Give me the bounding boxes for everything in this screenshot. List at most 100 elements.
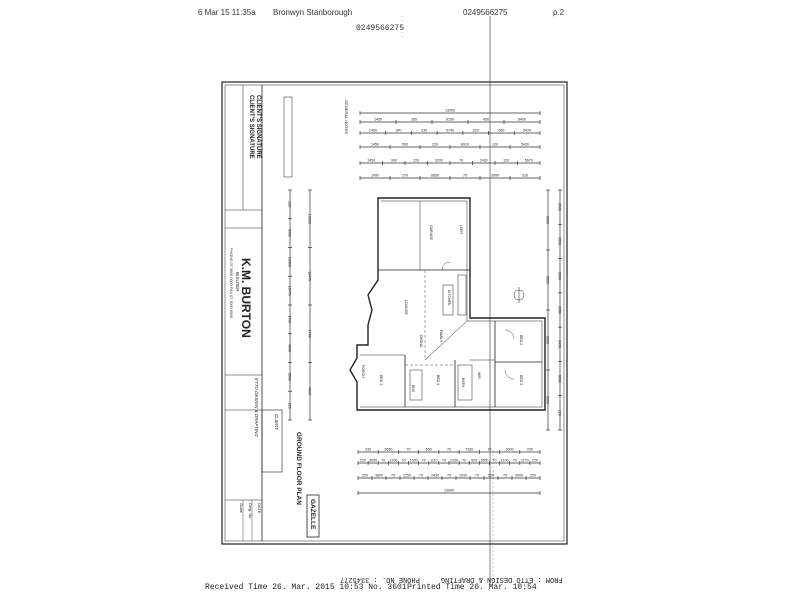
dimension-label: 3200 [435, 159, 443, 163]
dimension-label: 70 [503, 474, 507, 478]
dimension-label: 3650 [384, 448, 392, 452]
room-label: ENS [411, 385, 415, 393]
fax-header-number-secondary: 0249566275 [356, 24, 405, 33]
dimension-label: 7230 [465, 448, 473, 452]
dimension-label: 5400 [518, 118, 526, 122]
dimension-label: 650 [498, 129, 504, 133]
dimension-label: 1490 [371, 174, 379, 178]
dimension-label: 2600 [546, 216, 550, 224]
room-label: GARAGE [429, 225, 433, 241]
dimension-label: 6910 [461, 143, 469, 147]
dimension-label: 3500 [558, 237, 562, 245]
dimension-label: 6650 [431, 174, 439, 178]
client-signature-1: CLIENT'S SIGNATURE [248, 95, 254, 159]
dimension-label: 70 [447, 474, 451, 478]
dimension-label: 220 [558, 410, 562, 416]
fax-footer-printed: Printed Time 26. Mar. 10:54 [407, 583, 537, 592]
dimension-label: 230 [421, 129, 427, 133]
room-label: BED 3 [519, 375, 523, 385]
dimension-label: 13000 [445, 109, 455, 113]
dimension-label: 13000 [444, 489, 454, 493]
dimension-label: 220 [532, 459, 538, 463]
dimension-label: 300 [391, 159, 397, 163]
dimension-label: 70 [442, 459, 446, 463]
dimension-label: 1500 [410, 459, 418, 463]
dimension-label: 2600 [558, 203, 562, 211]
dimension-label: 2430 [480, 159, 488, 163]
dimension-label: 3000 [515, 474, 523, 478]
dimension-label: 340 [396, 129, 402, 133]
room-label: WIR [477, 372, 481, 379]
dimension-label: 13470 [308, 271, 312, 281]
dimension-label: 5670 [525, 159, 533, 163]
dimension-label: 1450 [367, 159, 375, 163]
dimension-label: 1200 [389, 459, 397, 463]
dimension-label: 3900 [546, 336, 550, 344]
room-label: BATH [461, 378, 465, 388]
notes-box [283, 96, 293, 178]
dimension-label: 1110 [430, 459, 437, 463]
room-label: DINING [419, 335, 423, 348]
dimension-label: 2450 [558, 340, 562, 348]
dimension-label: 220 [530, 474, 536, 478]
dimension-label: 5420 [523, 129, 531, 133]
room-label: BED 4 [436, 375, 440, 385]
dimension-label: 5740 [446, 129, 454, 133]
dimension-label: 3030 [558, 375, 562, 383]
dimension-label: 1170 [521, 459, 529, 463]
dimension-label: 520 [471, 459, 477, 463]
room-label: LOUNGE [404, 300, 408, 315]
dimension-label: 3600 [375, 474, 383, 478]
dimension-label: 220 [288, 403, 292, 409]
dwg-label: Dwg. No. [248, 503, 253, 519]
dimension-label: 70 [487, 448, 491, 452]
dimension-label: 3500 [288, 373, 292, 381]
fax-footer-from-mirrored: FROM : ETTO DESIGN & DRAFTING PHONE NO. … [340, 575, 563, 583]
dimension-label: 1250 [403, 474, 411, 478]
dimension-label: 120 [492, 143, 498, 147]
room-labels: GARAGE LOUNGE KITCHEN FAMILY DINING BED … [361, 225, 523, 393]
dimension-label: 1700 [308, 330, 312, 338]
dimension-label: 1500 [480, 459, 488, 463]
date-label: DATE [257, 503, 262, 514]
dimension-label: 1930 [459, 474, 467, 478]
dimension-label: 220 [362, 474, 368, 478]
client-signature-2: CLIENT'S SIGNATURE [255, 95, 261, 159]
title-block: CLIENT'S SIGNATURE CLIENT'S SIGNATURE K.… [225, 85, 349, 541]
dimension-label: 70 [391, 474, 395, 478]
dimension-label: 520 [488, 474, 494, 478]
dimension-label: 70 [419, 474, 423, 478]
room-label: FAMILY [439, 330, 443, 343]
dimension-label: 70 [462, 459, 466, 463]
room-label: PORCH [361, 365, 365, 378]
room-label: KITCHEN [447, 290, 451, 306]
dimension-label: 70 [381, 459, 385, 463]
dimension-label: 220 [288, 201, 292, 207]
dimension-label: 70 [459, 159, 463, 163]
dimension-label: 2430 [431, 474, 439, 478]
dimension-label: 70 [463, 174, 467, 178]
dimension-label: 70 [422, 459, 426, 463]
plan-walls [349, 197, 546, 411]
dimension-label: 70 [402, 459, 406, 463]
dimension-label: 70 [407, 448, 411, 452]
fax-header-datetime: 6 Mar 15 11:35a [198, 8, 256, 17]
dimension-label: 1700 [288, 315, 292, 323]
dimension-label: 1330 [450, 459, 458, 463]
dimension-label: 9150 [446, 118, 454, 122]
fax-footer-received: Received Time 26. Mar. 2015 10:53 No. 36… [205, 583, 407, 592]
dimension-label: 350 [411, 118, 417, 122]
room-label: LDRY [459, 225, 463, 235]
design-name-box [306, 494, 320, 538]
design-name: GAZELLE [309, 499, 316, 530]
dimension-label: 220 [413, 159, 419, 163]
scale-label: Scale [239, 503, 244, 514]
builder-sub: BUILDER [235, 272, 240, 292]
dimension-label: 1450 [369, 129, 377, 133]
dimension-label: 3900 [558, 272, 562, 280]
dimension-label: 4600 [308, 387, 312, 395]
fax-header-page: p.2 [553, 8, 565, 17]
dimension-label: 70 [475, 474, 479, 478]
